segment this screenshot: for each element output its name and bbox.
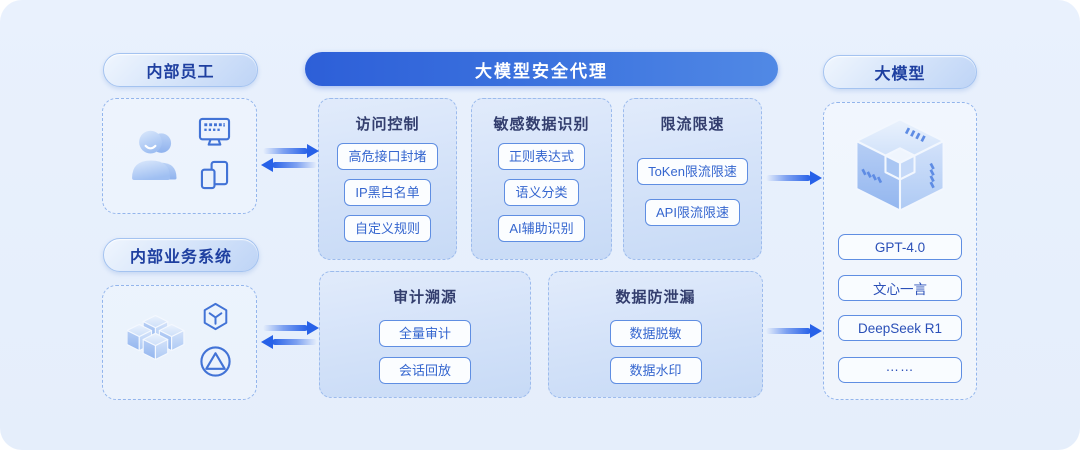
models-box: GPT-4.0 文心一言 DeepSeek R1 …… (823, 102, 977, 400)
feature-chip: 会话回放 (379, 357, 471, 384)
internal-business-pill: 内部业务系统 (103, 238, 259, 272)
feature-chip: 高危接口封堵 (337, 143, 438, 170)
feature-chip: AI辅助识别 (498, 215, 585, 242)
arrow-left-icon (261, 335, 319, 349)
cubes-icon (126, 314, 185, 370)
internal-employees-pill: 内部员工 (103, 53, 258, 87)
feature-chip: 自定义规则 (343, 215, 431, 242)
model-cube-icon (824, 111, 976, 228)
feature-chip: 数据水印 (609, 357, 702, 384)
feature-chip: ToKen限流限速 (637, 158, 748, 185)
model-item: …… (838, 357, 962, 383)
system-icons (199, 302, 232, 383)
monitor-icon (198, 117, 231, 153)
models-pill: 大模型 (823, 55, 977, 89)
arrow-right-icon (764, 171, 822, 185)
model-item: DeepSeek R1 (838, 315, 962, 341)
feature-chip: 数据脱敏 (609, 320, 702, 347)
card-title: 访问控制 (355, 116, 420, 133)
person-icon (128, 128, 186, 185)
card-dlp: 数据防泄漏 数据脱敏 数据水印 (548, 271, 763, 398)
card-audit: 审计溯源 全量审计 会话回放 (319, 271, 531, 398)
card-title: 审计溯源 (392, 289, 457, 306)
arrow-right-icon (261, 321, 319, 335)
feature-chip: 语义分类 (504, 179, 579, 206)
arrow-right-icon (261, 144, 319, 158)
card-rate-limit: 限流限速 ToKen限流限速 API限流限速 (623, 98, 762, 260)
feature-chip: 全量审计 (379, 320, 471, 347)
arrow-right-icon (764, 324, 822, 338)
devices-icon (200, 160, 229, 196)
feature-chip: IP黑白名单 (344, 179, 431, 206)
feature-chip: API限流限速 (645, 199, 740, 226)
internal-business-label: 内部业务系统 (129, 249, 232, 266)
arrow-left-icon (261, 158, 319, 172)
hexagon-node-icon (202, 302, 229, 336)
model-item: 文心一言 (838, 275, 962, 301)
card-access-control: 访问控制 高危接口封堵 IP黑白名单 自定义规则 (318, 98, 457, 260)
internal-employees-label: 内部员工 (146, 64, 215, 81)
proxy-title-pill: 大模型安全代理 (305, 52, 778, 86)
card-title: 限流限速 (660, 116, 725, 133)
card-title: 数据防泄漏 (615, 289, 696, 306)
internal-business-box (102, 285, 257, 400)
card-sensitive-data: 敏感数据识别 正则表达式 语义分类 AI辅助识别 (471, 98, 612, 260)
device-icons (198, 117, 231, 196)
models-label: 大模型 (874, 66, 926, 83)
feature-chip: 正则表达式 (497, 143, 585, 170)
proxy-title: 大模型安全代理 (475, 61, 608, 81)
internal-employees-box (102, 98, 257, 214)
triangle-circle-icon (199, 345, 232, 383)
card-title: 敏感数据识别 (493, 116, 590, 133)
model-item: GPT-4.0 (838, 234, 962, 260)
